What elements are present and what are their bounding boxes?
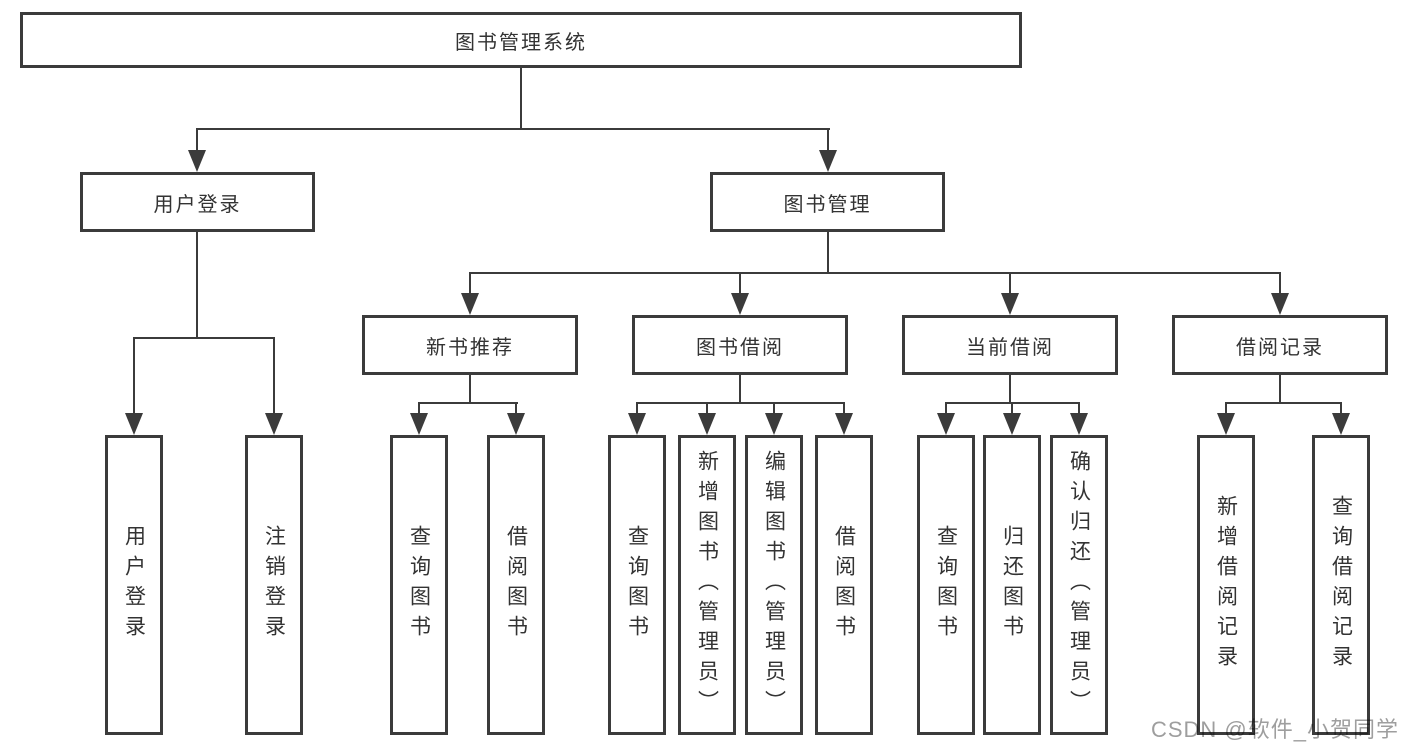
drop-line xyxy=(773,402,775,413)
leaf-query-books-2: 查询图书 xyxy=(608,435,666,735)
leaf-logout-label: 注销登录 xyxy=(262,525,286,645)
leaf-add-borrow-record: 新增借阅记录 xyxy=(1197,435,1255,735)
node-book-management-label: 图书管理 xyxy=(783,193,872,216)
node-user-login: 用户登录 xyxy=(80,172,315,232)
leaf-query-books-3-label: 查询图书 xyxy=(934,525,958,645)
node-book-borrow: 图书借阅 xyxy=(632,315,848,375)
leaf-borrow-books-2: 借阅图书 xyxy=(815,435,873,735)
leaf-add-borrow-record-label: 新增借阅记录 xyxy=(1214,495,1238,675)
drop-line xyxy=(636,402,638,413)
arrowhead-icon xyxy=(410,413,428,435)
drop-line xyxy=(843,402,845,413)
arrowhead-icon xyxy=(1003,413,1021,435)
arrowhead-icon xyxy=(731,293,749,315)
stem-line xyxy=(196,232,198,337)
arrowhead-icon xyxy=(819,150,837,172)
leaf-query-borrow-record-label: 查询借阅记录 xyxy=(1329,495,1353,675)
rail-line xyxy=(1225,402,1342,404)
arrowhead-icon xyxy=(125,413,143,435)
drop-line xyxy=(196,128,198,152)
arrowhead-icon xyxy=(698,413,716,435)
leaf-return-books: 归还图书 xyxy=(983,435,1041,735)
drop-line xyxy=(515,402,517,413)
drop-line xyxy=(1340,402,1342,413)
drop-line xyxy=(945,402,947,413)
leaf-add-books-label: 新增图书（管理员） xyxy=(695,450,719,720)
stem-line xyxy=(1279,375,1281,402)
leaf-query-borrow-record: 查询借阅记录 xyxy=(1312,435,1370,735)
leaf-query-books-1-label: 查询图书 xyxy=(407,525,431,645)
rail-line xyxy=(418,402,518,404)
node-new-book-recommend-label: 新书推荐 xyxy=(426,336,514,359)
rail-line xyxy=(469,272,1281,274)
leaf-logout: 注销登录 xyxy=(245,435,303,735)
arrowhead-icon xyxy=(628,413,646,435)
leaf-borrow-books-1: 借阅图书 xyxy=(487,435,545,735)
node-book-borrow-label: 图书借阅 xyxy=(696,336,784,359)
drop-line xyxy=(273,337,275,413)
node-borrow-records: 借阅记录 xyxy=(1172,315,1388,375)
arrowhead-icon xyxy=(461,293,479,315)
arrowhead-icon xyxy=(507,413,525,435)
csdn-watermark: CSDN @软件_小贺同学 xyxy=(1150,717,1399,742)
arrowhead-icon xyxy=(937,413,955,435)
arrowhead-icon xyxy=(1332,413,1350,435)
node-new-book-recommend: 新书推荐 xyxy=(362,315,578,375)
drop-line xyxy=(133,337,135,413)
drop-line xyxy=(1225,402,1227,413)
stem-line xyxy=(469,375,471,402)
arrowhead-icon xyxy=(1271,293,1289,315)
rail-line xyxy=(196,128,830,130)
leaf-return-books-label: 归还图书 xyxy=(1000,525,1024,645)
stem-line xyxy=(827,232,829,272)
leaf-borrow-books-1-label: 借阅图书 xyxy=(504,525,528,645)
drop-line xyxy=(1011,402,1013,413)
arrowhead-icon xyxy=(835,413,853,435)
leaf-confirm-return-label: 确认归还（管理员） xyxy=(1067,450,1091,720)
drop-line xyxy=(1009,272,1011,293)
drop-line xyxy=(1279,272,1281,293)
stem-line xyxy=(739,375,741,402)
leaf-edit-books: 编辑图书（管理员） xyxy=(745,435,803,735)
rail-line xyxy=(133,337,275,339)
leaf-edit-books-label: 编辑图书（管理员） xyxy=(762,450,786,720)
drop-line xyxy=(418,402,420,413)
arrowhead-icon xyxy=(1217,413,1235,435)
leaf-query-books-1: 查询图书 xyxy=(390,435,448,735)
stem-line xyxy=(520,68,522,128)
node-user-login-label: 用户登录 xyxy=(153,193,242,216)
node-current-borrow-label: 当前借阅 xyxy=(966,336,1054,359)
leaf-user-login: 用户登录 xyxy=(105,435,163,735)
drop-line xyxy=(739,272,741,293)
drop-line xyxy=(1078,402,1080,413)
leaf-add-books: 新增图书（管理员） xyxy=(678,435,736,735)
node-book-management: 图书管理 xyxy=(710,172,945,232)
leaf-query-books-2-label: 查询图书 xyxy=(625,525,649,645)
arrowhead-icon xyxy=(1070,413,1088,435)
node-root-label: 图书管理系统 xyxy=(455,31,587,54)
stem-line xyxy=(1009,375,1011,402)
node-borrow-records-label: 借阅记录 xyxy=(1236,336,1324,359)
arrowhead-icon xyxy=(188,150,206,172)
arrowhead-icon xyxy=(1001,293,1019,315)
node-root: 图书管理系统 xyxy=(20,12,1022,68)
drop-line xyxy=(827,128,829,152)
drop-line xyxy=(706,402,708,413)
leaf-confirm-return: 确认归还（管理员） xyxy=(1050,435,1108,735)
leaf-user-login-label: 用户登录 xyxy=(122,525,146,645)
drop-line xyxy=(469,272,471,293)
node-current-borrow: 当前借阅 xyxy=(902,315,1118,375)
arrowhead-icon xyxy=(265,413,283,435)
arrowhead-icon xyxy=(765,413,783,435)
leaf-query-books-3: 查询图书 xyxy=(917,435,975,735)
rail-line xyxy=(636,402,845,404)
leaf-borrow-books-2-label: 借阅图书 xyxy=(832,525,856,645)
